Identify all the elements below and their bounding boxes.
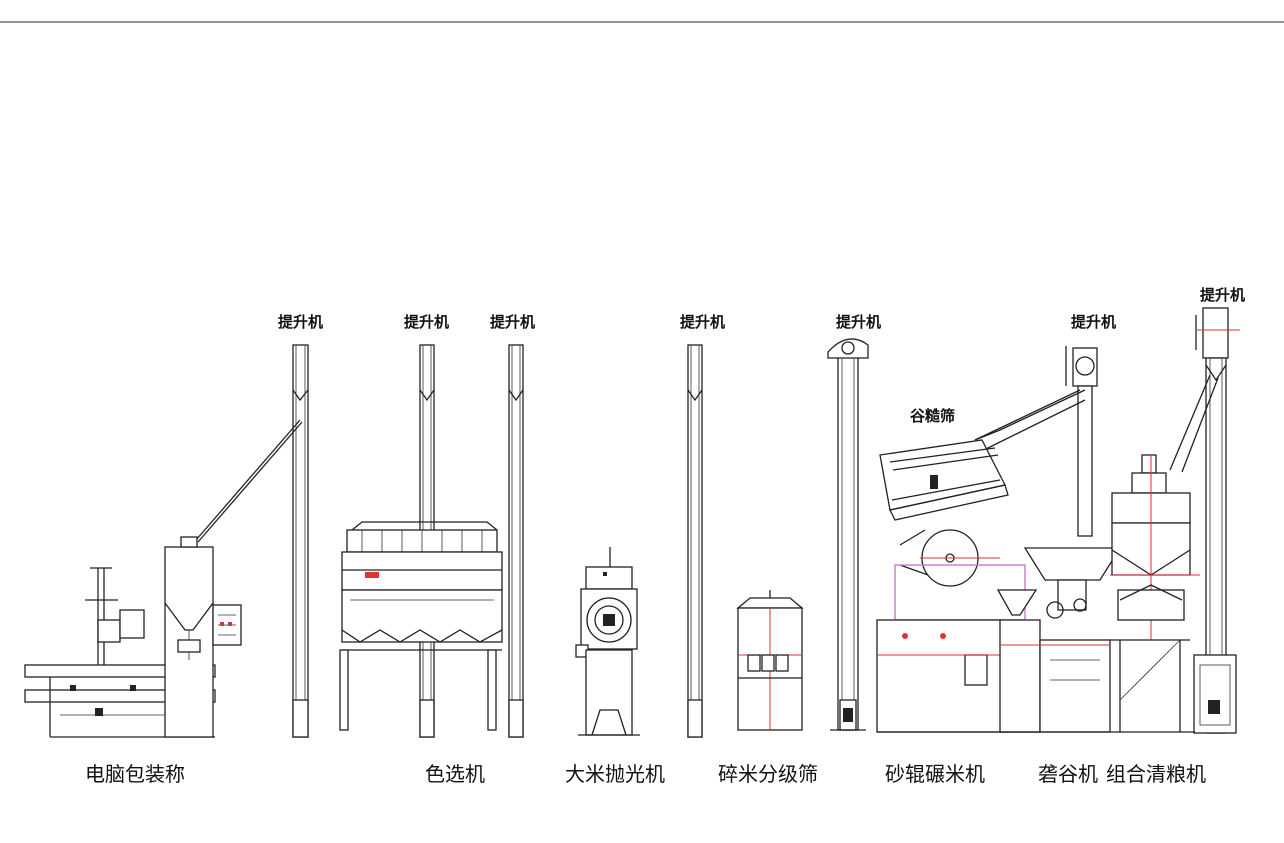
- elevator-1: [195, 344, 309, 738]
- separator-label: 谷糙筛: [910, 407, 955, 425]
- elevator-3: [508, 344, 524, 738]
- rice-polisher: [575, 547, 640, 736]
- elevator-7: [1169, 307, 1240, 734]
- elevator-label-5: 提升机: [836, 313, 881, 331]
- label-husker: 砻谷机: [1038, 762, 1098, 786]
- broken-rice-grader: [736, 590, 804, 731]
- rice-whitener: [876, 389, 1081, 733]
- elevator-6: [974, 346, 1098, 537]
- color-sorter: [339, 521, 503, 731]
- elevator-5: [827, 338, 869, 731]
- elevator-label-6: 提升机: [1071, 313, 1116, 331]
- label-combined-cleaner: 组合清粮机: [1106, 762, 1206, 786]
- elevator-label-4: 提升机: [680, 313, 725, 331]
- label-broken-rice-grader: 碎米分级筛: [718, 762, 818, 786]
- elevator-label-7: 提升机: [1200, 286, 1245, 304]
- combined-cleaner: [1110, 454, 1200, 733]
- elevator-label-3: 提升机: [490, 313, 535, 331]
- label-color-sorter: 色选机: [425, 762, 485, 786]
- label-rice-whitener: 砂辊碾米机: [885, 762, 985, 786]
- husker: [996, 547, 1122, 733]
- packing-scale: [24, 536, 242, 738]
- label-rice-polisher: 大米抛光机: [565, 762, 665, 786]
- elevator-4: [687, 344, 703, 738]
- elevator-label-1: 提升机: [278, 313, 323, 331]
- label-packing-scale: 电脑包装称: [85, 762, 185, 786]
- elevator-label-2: 提升机: [404, 313, 449, 331]
